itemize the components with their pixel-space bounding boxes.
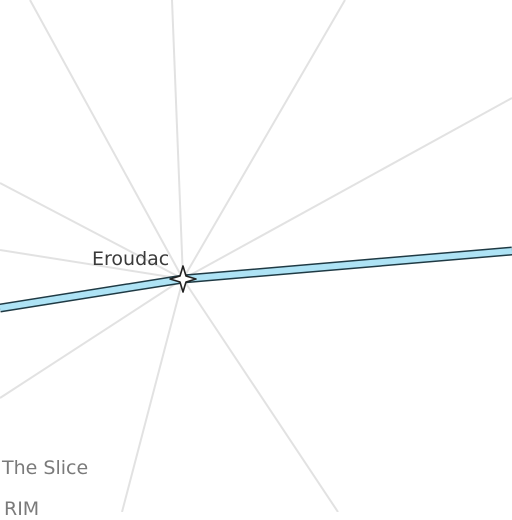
road (0, 182, 184, 280)
place-label-rim[interactable]: RIM (4, 498, 40, 520)
road (182, 278, 339, 512)
place-label-eroudac[interactable]: Eroudac (92, 248, 170, 270)
road (0, 278, 184, 399)
road (29, 0, 184, 280)
road (0, 249, 184, 280)
route-line[interactable] (0, 246, 512, 313)
road (182, 0, 346, 280)
place-label-the-slice[interactable]: The Slice (2, 457, 89, 479)
road (121, 278, 184, 512)
road (182, 97, 512, 280)
road (171, 0, 184, 280)
star-marker-icon[interactable] (169, 265, 197, 293)
